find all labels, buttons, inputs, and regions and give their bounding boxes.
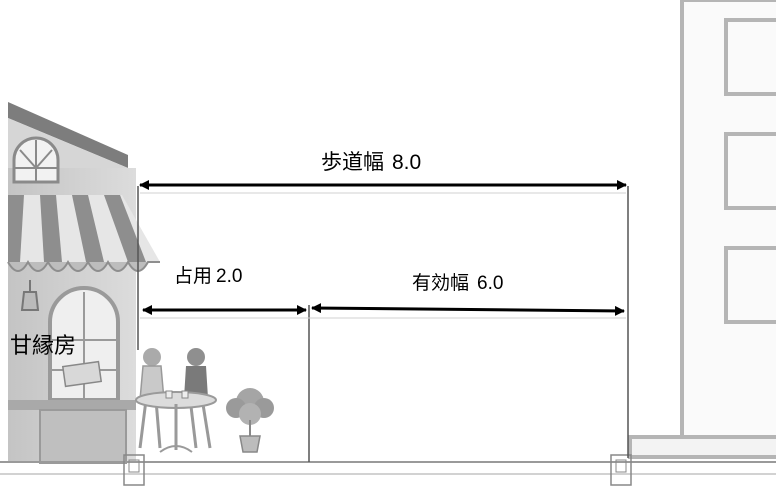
sidewalk-width-label: 歩道幅 8.0 (321, 146, 421, 176)
sidewalk-width-text: 歩道幅 (321, 150, 384, 174)
right-building (628, 0, 776, 459)
occupied-width-value: 2.0 (216, 266, 243, 287)
effective-width-label: 有効幅 6.0 (412, 268, 503, 295)
fan-window-icon (12, 136, 60, 184)
sidewalk-width-value: 8.0 (392, 151, 422, 174)
dimension-guides (137, 186, 629, 462)
ground-line (0, 454, 776, 486)
cafe-table-people-icon (135, 348, 217, 453)
effective-width-arrow (311, 303, 625, 316)
potted-plant-icon (226, 388, 274, 453)
occupied-width-text: 占用 (174, 265, 213, 287)
shop-window-icon (48, 286, 120, 402)
wall-lamp-icon (20, 280, 40, 311)
effective-width-value: 6.0 (477, 273, 504, 294)
shop-sign: 甘縁房 (10, 334, 77, 359)
striped-awning-icon (7, 195, 160, 272)
effective-width-text: 有効幅 (412, 272, 470, 294)
shop-building (7, 102, 160, 464)
